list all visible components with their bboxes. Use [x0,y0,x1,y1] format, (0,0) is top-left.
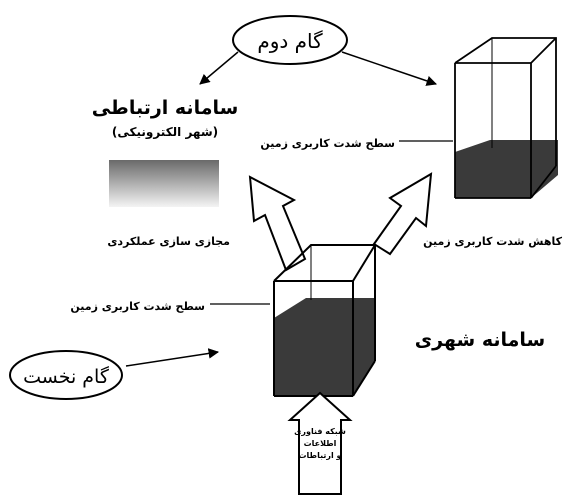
ict-network-line3: و ارتباطات [299,451,342,460]
step-two-label: گام دوم [257,29,323,53]
communication-system-title: سامانه ارتباطی [92,97,239,119]
top-cube-land-use-label: سطح شدت کاربری زمین [260,137,395,150]
arrow-to-communication-system [199,51,239,85]
arrow-step-one-to-cube [125,348,220,367]
reduced-land-use-cube: سطح شدت کاربری زمین [260,37,558,199]
right-hollow-arrow [372,172,433,256]
step-one-label: گام نخست [23,365,110,388]
urban-system-cube: سطح شدت کاربری زمین سامانه شهری [70,244,545,397]
ict-network-arrow [287,391,353,495]
ict-network-line1: شبکه فناوری [294,427,346,436]
urban-cube-land-use-label: سطح شدت کاربری زمین [70,300,205,313]
communication-system-subtitle: (شهر الکترونیکی) [112,125,218,140]
arrow-to-reduced-cube [341,51,437,86]
urban-system-title: سامانه شهری [415,329,545,351]
land-use-reduction-label: کاهش شدت کاربری زمین [423,235,562,248]
step-one-bubble: گام نخست [9,350,123,400]
communication-gradient-block [109,160,219,207]
ict-network-line2: اطلاعات [304,439,337,448]
step-two-ellipse [232,15,348,65]
left-hollow-arrow [248,175,307,272]
functional-virtualization-label: مجازی سازی عملکردی [107,235,230,248]
urban-cube-fill [274,298,375,396]
reduced-cube-fill [455,140,558,198]
step-two-bubble: گام دوم [232,15,348,65]
communication-system: سامانه ارتباطی (شهر الکترونیکی) [92,97,239,207]
step-one-ellipse [9,350,123,400]
